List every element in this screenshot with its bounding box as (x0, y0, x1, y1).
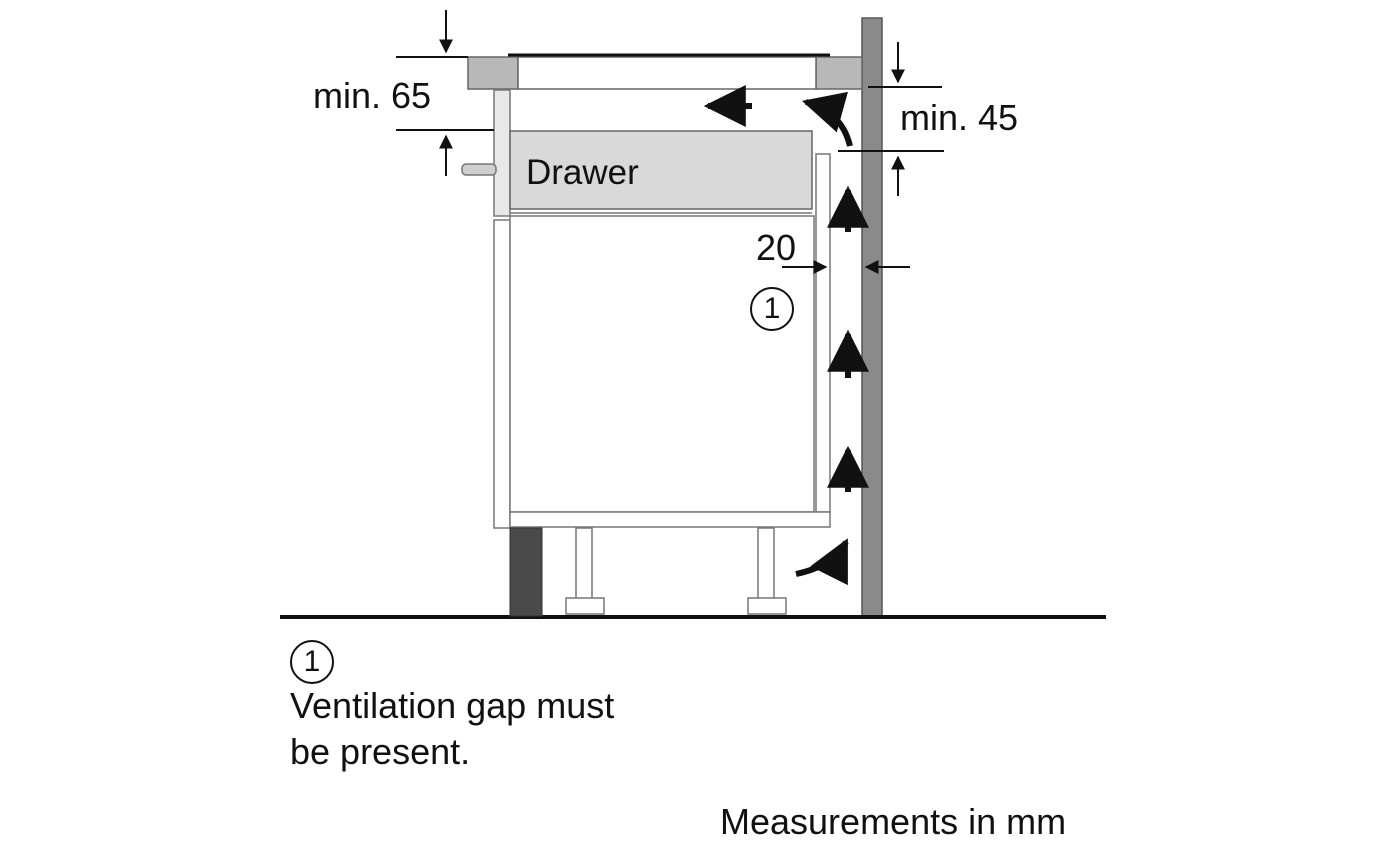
dim-label-min65: min. 65 (313, 75, 432, 116)
dim-min65-lines (396, 10, 494, 176)
drawer-label: Drawer (526, 153, 639, 192)
dim-min45-lines (838, 42, 944, 196)
hob (467, 53, 863, 90)
cabinet-body (509, 215, 815, 513)
legend-text-line2: be present. (290, 731, 471, 772)
dim-label-20: 20 (756, 227, 797, 268)
front-panel-upper (493, 89, 511, 217)
plinth (509, 527, 543, 617)
airflow-arrows (703, 85, 869, 586)
cabinet-base (509, 511, 831, 528)
cabinet-legs (565, 527, 787, 615)
ventilation-gap-marker: 1 (750, 287, 794, 331)
cabinet-back-panel (815, 153, 831, 513)
wall (861, 17, 883, 617)
legend-marker: 1 (290, 640, 334, 684)
dim-label-min45: min. 45 (900, 97, 1019, 138)
drawer-handle (461, 163, 497, 176)
front-panel-lower (493, 219, 511, 529)
footer-note: Measurements in mm (720, 801, 1067, 842)
drawer-box (509, 130, 813, 210)
legend-text-line1: Ventilation gap must (290, 685, 615, 726)
